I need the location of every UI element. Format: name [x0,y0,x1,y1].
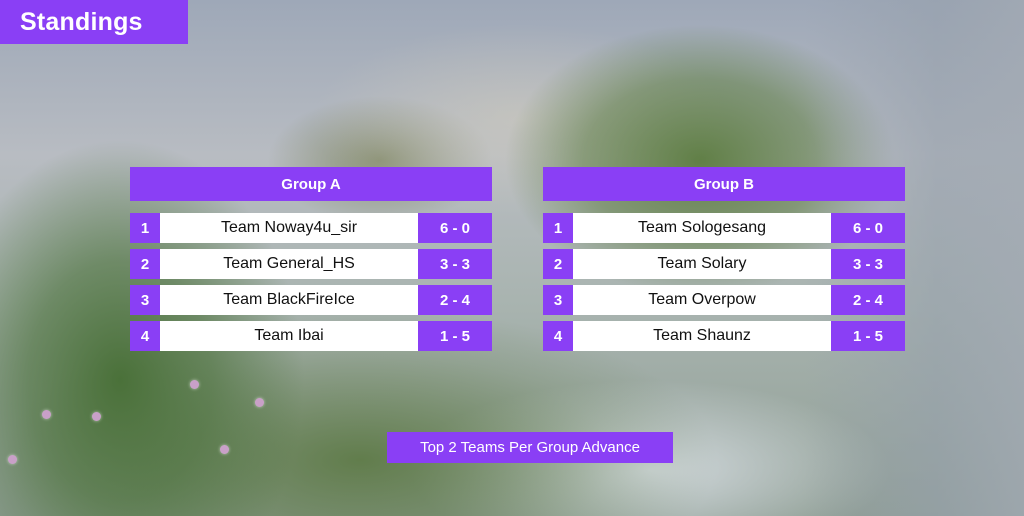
rank-cell: 3 [130,285,160,315]
flower-decoration [42,410,51,419]
standing-row: 4 Team Shaunz 1 - 5 [543,321,905,351]
rank-cell: 4 [130,321,160,351]
score-cell: 2 - 4 [418,285,492,315]
standings-header: Standings [0,0,188,44]
team-name: Team Ibai [160,321,418,351]
flower-decoration [190,380,199,389]
group-title: Group B [543,167,905,201]
team-name: Team Solary [573,249,831,279]
score-cell: 1 - 5 [831,321,905,351]
group-title: Group A [130,167,492,201]
advancement-note: Top 2 Teams Per Group Advance [387,432,673,463]
score-cell: 6 - 0 [418,213,492,243]
page-title: Standings [20,7,143,36]
team-name: Team Noway4u_sir [160,213,418,243]
standing-row: 2 Team Solary 3 - 3 [543,249,905,279]
team-name: Team BlackFireIce [160,285,418,315]
team-name: Team General_HS [160,249,418,279]
standing-row: 1 Team Noway4u_sir 6 - 0 [130,213,492,243]
score-cell: 3 - 3 [418,249,492,279]
rank-cell: 3 [543,285,573,315]
flower-decoration [8,455,17,464]
standing-row: 3 Team BlackFireIce 2 - 4 [130,285,492,315]
rank-cell: 2 [543,249,573,279]
team-name: Team Sologesang [573,213,831,243]
group-a-table: Group A 1 Team Noway4u_sir 6 - 0 2 Team … [130,167,492,357]
rank-cell: 1 [543,213,573,243]
score-cell: 2 - 4 [831,285,905,315]
rank-cell: 4 [543,321,573,351]
flower-decoration [255,398,264,407]
standing-row: 2 Team General_HS 3 - 3 [130,249,492,279]
group-b-table: Group B 1 Team Sologesang 6 - 0 2 Team S… [543,167,905,357]
flower-decoration [92,412,101,421]
standing-row: 3 Team Overpow 2 - 4 [543,285,905,315]
rank-cell: 1 [130,213,160,243]
standing-row: 1 Team Sologesang 6 - 0 [543,213,905,243]
score-cell: 3 - 3 [831,249,905,279]
team-name: Team Overpow [573,285,831,315]
team-name: Team Shaunz [573,321,831,351]
score-cell: 1 - 5 [418,321,492,351]
flower-decoration [220,445,229,454]
standing-row: 4 Team Ibai 1 - 5 [130,321,492,351]
rank-cell: 2 [130,249,160,279]
score-cell: 6 - 0 [831,213,905,243]
